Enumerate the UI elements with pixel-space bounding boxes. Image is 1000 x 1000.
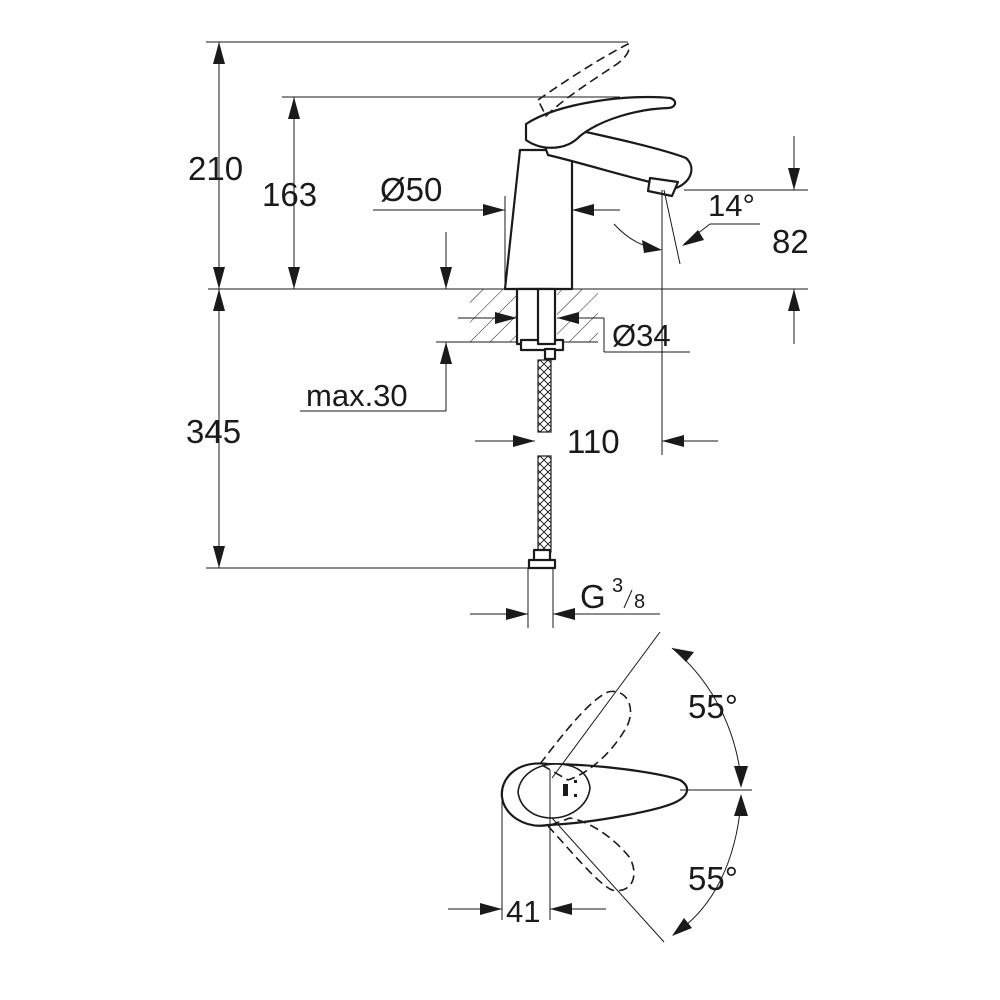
lever-open-position <box>536 42 630 118</box>
dimension-41: 41 <box>448 894 606 929</box>
dimension-163: 163 <box>262 96 620 289</box>
dim-angle-14-label: 14° <box>708 188 755 223</box>
angle-arc-upper: 55° <box>671 647 748 788</box>
lever-left-position <box>538 690 632 781</box>
side-view: 210 163 Ø50 14° <box>186 41 809 628</box>
dimension-diameter-34: Ø34 <box>458 312 690 353</box>
dim-345-label: 345 <box>186 413 241 450</box>
dimension-angle-14: 14° <box>613 188 760 455</box>
dimension-thread: G 3 8 <box>470 568 660 628</box>
dim-diameter-50-label: Ø50 <box>380 171 442 208</box>
dim-41-label: 41 <box>506 894 540 929</box>
dim-82-label: 82 <box>772 223 809 260</box>
dimension-max-30: max.30 <box>300 232 470 413</box>
angle-down-label: 55° <box>688 860 738 897</box>
angle-arc-lower: 55° <box>672 794 748 936</box>
dim-diameter-34-label: Ø34 <box>612 318 671 353</box>
dim-110-label: 110 <box>567 423 620 460</box>
mounting-shank <box>515 287 565 361</box>
dim-163-label: 163 <box>262 176 317 213</box>
faucet-body <box>503 95 693 291</box>
thread-numerator: 3 <box>612 575 623 597</box>
dim-210-label: 210 <box>188 150 243 187</box>
dimension-82: 82 <box>684 136 809 344</box>
flex-hose <box>527 359 557 570</box>
angle-up-label: 55° <box>688 688 738 725</box>
dimension-345: 345 <box>186 289 530 569</box>
thread-denominator: 8 <box>634 591 645 613</box>
dim-max-30-label: max.30 <box>306 378 408 413</box>
dimension-110: 110 <box>475 423 718 460</box>
dimension-210: 210 <box>188 41 628 289</box>
lever-right-position <box>546 817 635 892</box>
top-view: 55° 55° 41 <box>448 631 752 943</box>
dimension-diameter-50: Ø50 <box>373 171 620 289</box>
thread-letter: G <box>580 578 606 615</box>
